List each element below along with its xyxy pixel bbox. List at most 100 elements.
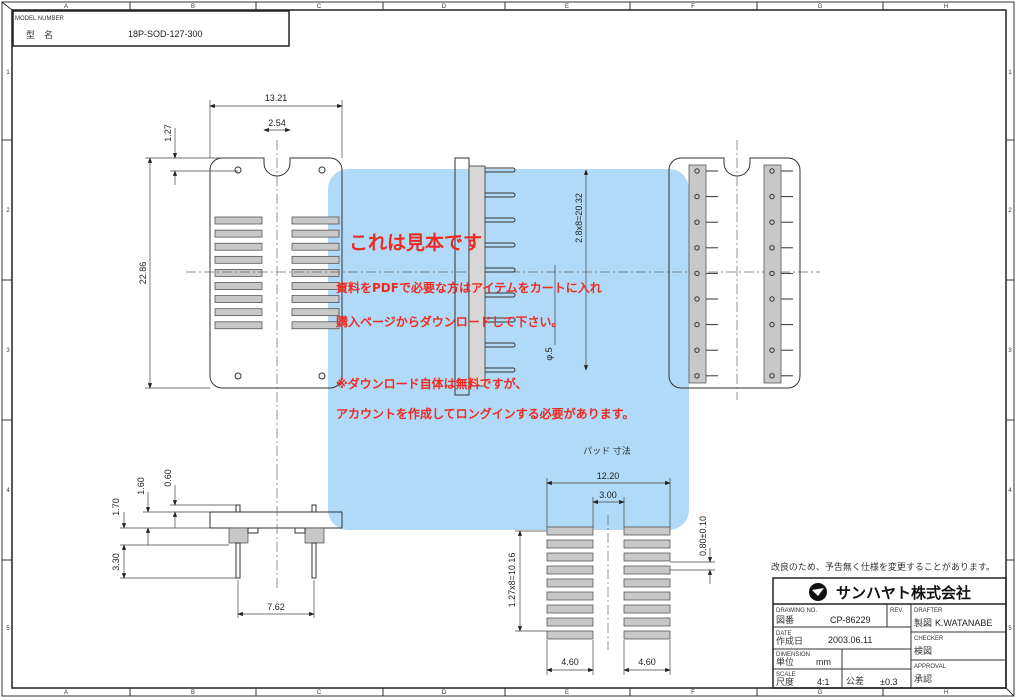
- pad: [214, 269, 263, 277]
- pin-hole: [694, 347, 700, 353]
- pad: [546, 565, 594, 575]
- pad: [623, 604, 671, 614]
- column-label: G: [818, 690, 823, 696]
- model-number: 18P-SOD-127-300: [128, 29, 203, 39]
- model-number-label-jp: 型 名: [26, 29, 53, 41]
- approval-label: APPROVAL: [914, 664, 947, 670]
- column-label: B: [191, 690, 195, 696]
- pad-dimensions: パッド 寸法 12.20 3.00 0.80±0.10 1.27x8=10.16…: [507, 445, 715, 675]
- column-label: C: [317, 690, 322, 696]
- dim-pad-gap: 3.00: [599, 490, 617, 500]
- sample-watermark: これは見本です 資料をPDFで必要な方はアイテムをカートに入れ 購入ページからダ…: [335, 231, 634, 421]
- watermark-line: ※ダウンロード自体は無料ですが、: [336, 376, 527, 391]
- pad: [546, 578, 594, 588]
- side-view: φ.5 2.8x8=20.32: [454, 157, 589, 396]
- pad: [214, 229, 263, 238]
- pad: [214, 242, 263, 251]
- model-number-label: MODEL NUMBER: [15, 16, 64, 22]
- pad: [623, 565, 671, 575]
- dim-top-width: 13.21: [265, 93, 288, 103]
- pad: [623, 539, 671, 549]
- pad: [291, 255, 340, 264]
- row-label: 5: [1008, 626, 1012, 632]
- watermark-line: 資料をPDFで必要な方はアイテムをカートに入れ: [336, 280, 602, 295]
- checker-label-jp: 検図: [914, 645, 932, 657]
- dimension-unit: mm: [816, 657, 831, 667]
- pad: [546, 591, 594, 601]
- dim-row-spacing: 7.62: [267, 602, 285, 612]
- company-name: サンハヤト株式会社: [836, 584, 971, 602]
- pin-hole: [694, 373, 700, 379]
- pin-hole: [769, 193, 775, 200]
- pad: [214, 308, 263, 317]
- pin-hole: [694, 270, 700, 277]
- dim-pad-pitch: 1.27x8=10.16: [507, 553, 517, 608]
- row-label: 4: [6, 488, 10, 494]
- pad: [214, 255, 263, 264]
- pad: [291, 269, 340, 277]
- dim-pad-total-width: 12.20: [597, 471, 620, 481]
- pin-hole: [769, 245, 775, 251]
- row-label: 3: [6, 348, 10, 354]
- dim-pin-pitch: 2.8x8=20.32: [574, 193, 584, 243]
- pin-hole: [769, 321, 775, 328]
- dimension-label: DIMENSION: [776, 652, 810, 658]
- pad: [291, 282, 340, 290]
- column-label: G: [818, 4, 823, 10]
- bottom-view: [668, 140, 801, 400]
- spec-change-notice: 改良のため、予告無く仕様を変更することがあります。: [771, 561, 995, 573]
- pad: [546, 526, 594, 536]
- pad: [546, 552, 594, 562]
- pin: [485, 217, 516, 223]
- pad: [623, 630, 671, 640]
- scale-label: SCALE: [776, 672, 796, 678]
- pin-hole: [694, 193, 700, 200]
- drawing-no: CP-86229: [830, 615, 871, 625]
- title-block: サンハヤト株式会社 DRAWING NO. 図番 CP-86229 REV. D…: [772, 577, 1007, 689]
- column-label: H: [944, 4, 948, 10]
- pad-dimension-title: パッド 寸法: [583, 445, 631, 457]
- pad: [291, 216, 340, 225]
- dimension-label-jp: 単位: [776, 656, 794, 668]
- dim-pin-diameter: φ.5: [544, 347, 554, 360]
- pad: [214, 216, 263, 225]
- pad: [291, 321, 340, 330]
- pin: [485, 342, 516, 348]
- pad: [291, 308, 340, 317]
- date: 2003.06.11: [828, 635, 872, 645]
- pin: [485, 167, 516, 173]
- drafter-label: DRAFTER: [914, 608, 943, 614]
- dim-notch-depth: 1.27: [163, 124, 173, 142]
- column-label: D: [442, 690, 447, 696]
- side-elevation: 0.60 1.60 1.70 3.30 7.62: [111, 469, 343, 618]
- pin: [485, 267, 516, 273]
- pad: [291, 229, 340, 238]
- column-label: D: [442, 4, 447, 10]
- pin-hole: [769, 373, 775, 379]
- dim-side-170: 1.70: [111, 498, 121, 516]
- pad: [546, 539, 594, 549]
- pin-hole: [694, 296, 700, 302]
- pin-hole: [769, 347, 775, 353]
- pin-hole: [769, 168, 775, 174]
- dim-side-160: 1.60: [136, 477, 146, 495]
- drawing-no-label-jp: 図番: [776, 614, 794, 626]
- pin-hole: [694, 245, 700, 251]
- dim-side-330: 3.30: [111, 553, 121, 571]
- column-label: E: [565, 4, 569, 10]
- pad: [546, 604, 594, 614]
- pad: [623, 552, 671, 562]
- rev-label: REV.: [890, 608, 904, 614]
- pad: [623, 617, 671, 627]
- dim-pad-right-width: 4.60: [638, 657, 656, 667]
- dim-side-060: 0.60: [163, 469, 173, 487]
- pad: [214, 295, 263, 303]
- column-label: H: [944, 690, 948, 696]
- row-label: 4: [1008, 488, 1012, 494]
- watermark-title: これは見本です: [349, 231, 482, 254]
- column-label: B: [191, 4, 195, 10]
- pad: [546, 630, 594, 640]
- pad: [291, 242, 340, 251]
- pin: [485, 192, 516, 198]
